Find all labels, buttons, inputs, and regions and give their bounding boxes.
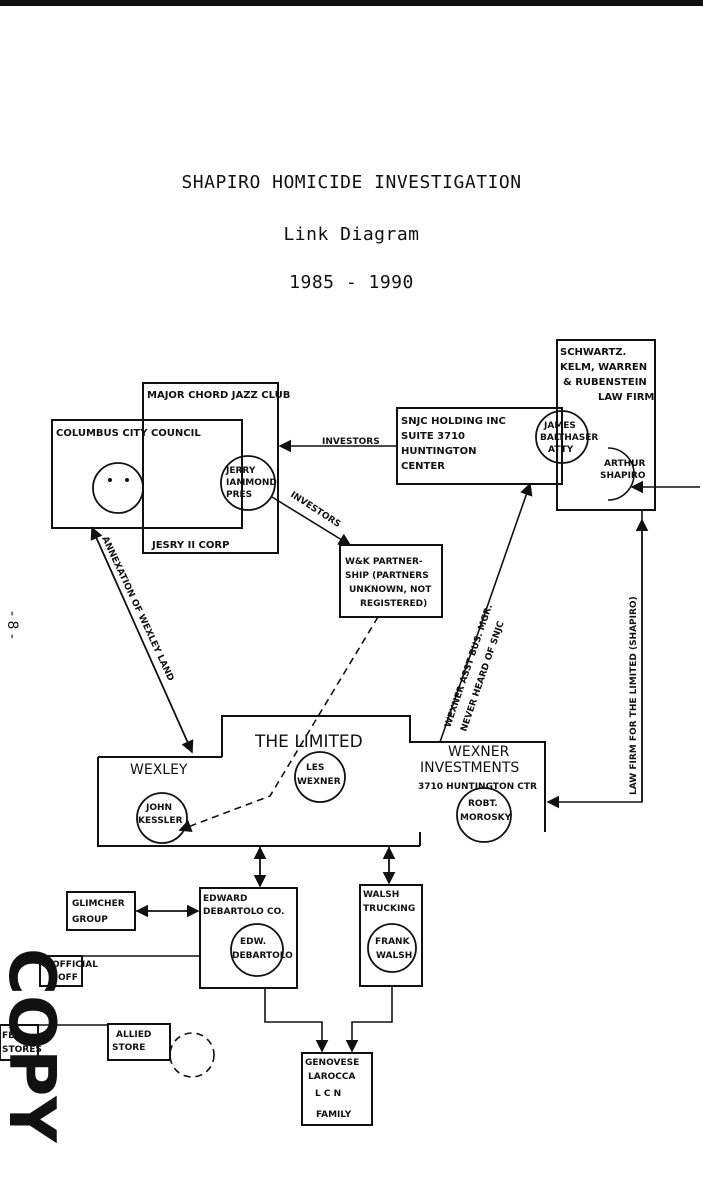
- john-surname: KESSLER: [138, 816, 183, 826]
- arthur-name: ARTHUR: [604, 459, 645, 469]
- wexner-investments-line-1: WEXNER: [448, 744, 510, 760]
- edw-debartolo-circle: [230, 923, 284, 977]
- glimcher-line-2: GROUP: [72, 915, 108, 925]
- snjc-line-3: HUNTINGTON: [401, 446, 477, 457]
- allied-line-1: ALLIED: [116, 1030, 151, 1040]
- law-firm-line-1: SCHWARTZ.: [560, 347, 626, 358]
- wk-line-3: UNKNOWN, NOT: [349, 585, 432, 595]
- major-chord-box: [142, 382, 279, 554]
- copy-stamp: COPY: [0, 948, 68, 1143]
- robt-surname: MOROSKY: [460, 813, 512, 823]
- link-wexner-to-snjc: [439, 482, 533, 743]
- link-debartolo-to-genovese: [264, 988, 329, 1053]
- john-name: JOHN: [145, 803, 172, 813]
- jerry-circle: [220, 455, 276, 511]
- frank-walsh-circle: [367, 923, 417, 973]
- james-surname: BALTHASER: [540, 433, 598, 443]
- snjc-line-2: SUITE 3710: [401, 431, 465, 442]
- law-firm-box: [556, 339, 656, 511]
- wexley-label: WEXLEY: [130, 762, 188, 778]
- debartolo-co-line-2: DEBARTOLO CO.: [203, 907, 284, 917]
- smiley-face-icon: [92, 462, 144, 514]
- genovese-line-4: FAMILY: [316, 1110, 352, 1120]
- link-wk-to-kessler: [178, 616, 379, 833]
- walsh-trucking-line-1: WALSH: [363, 890, 399, 900]
- link-investors-1-label: INVESTORS: [322, 437, 380, 447]
- walsh-trucking-box: [359, 884, 423, 987]
- page-number: - 8 -: [4, 611, 20, 639]
- the-limited-outline: [97, 715, 546, 847]
- arthur-circle: [607, 447, 635, 501]
- les-wexner-circle: [294, 751, 346, 803]
- official-line-1: OFFICIAL: [52, 960, 98, 970]
- link-law-firm-to-limited: [546, 510, 643, 809]
- les-name: LES: [306, 763, 324, 773]
- debartolo-co-box: [199, 887, 298, 989]
- james-title: ATTY: [548, 445, 574, 455]
- edw-name: EDW.: [240, 937, 266, 947]
- james-name: JAMES: [543, 421, 576, 431]
- law-firm-line-2: KELM, WARREN: [560, 362, 647, 373]
- debartolo-co-line-1: EDWARD: [203, 894, 248, 904]
- official-box: [39, 955, 83, 987]
- genovese-line-3: L C N: [315, 1089, 341, 1099]
- wk-line-2: SHIP (PARTNERS: [345, 571, 429, 581]
- columbus-council-box: [51, 419, 243, 529]
- fed-line-1: FED.: [2, 1031, 25, 1041]
- snjc-line-4: CENTER: [401, 461, 445, 472]
- document-title: SHAPIRO HOMICIDE INVESTIGATION: [181, 172, 522, 193]
- frank-name: FRANK: [375, 937, 411, 947]
- jesry-corp-label: JESRY II CORP: [151, 540, 229, 551]
- frank-surname: WALSH: [376, 951, 412, 961]
- edw-surname: DEBARTOLO: [232, 951, 293, 961]
- allied-line-2: STORE: [112, 1043, 145, 1053]
- document-years: 1985 - 1990: [289, 272, 414, 293]
- wk-line-1: W&K PARTNER-: [345, 557, 423, 567]
- jerry-name: JERRY: [225, 466, 256, 476]
- link-jerry-to-wk: [271, 496, 352, 546]
- top-border: [0, 0, 703, 6]
- arthur-surname: SHAPIRO: [600, 471, 646, 481]
- the-limited-label: THE LIMITED: [254, 732, 363, 752]
- robt-morosky-circle: [456, 787, 512, 843]
- link-walsh-to-genovese: [345, 986, 393, 1053]
- wexner-investments-address: 3710 HUNTINGTON CTR: [418, 782, 537, 792]
- fed-stores-box: [0, 1024, 39, 1061]
- jerry-surname: IAMMOND: [226, 478, 277, 488]
- glimcher-line-1: GLIMCHER: [72, 899, 125, 909]
- james-circle: [535, 410, 589, 464]
- link-annexation-label: ANNEXATION OF WEXLEY LAND: [99, 535, 175, 683]
- john-kessler-circle: [136, 792, 188, 844]
- fed-line-2: STORES: [2, 1045, 42, 1055]
- official-line-2: OFF: [58, 973, 78, 983]
- wexner-investments-line-2: INVESTMENTS: [420, 760, 519, 776]
- walsh-trucking-line-2: TRUCKING: [363, 904, 415, 914]
- major-chord-label: MAJOR CHORD JAZZ CLUB: [147, 390, 290, 401]
- law-firm-line-3: & RUBENSTEIN: [563, 377, 647, 388]
- jerry-title: PRES: [226, 490, 252, 500]
- link-annexation-reverse: [90, 526, 193, 753]
- link-law-firm-label: LAW FIRM FOR THE LIMITED (SHAPIRO): [629, 596, 639, 795]
- les-surname: WEXNER: [297, 777, 341, 787]
- columbus-council-label: COLUMBUS CITY COUNCIL: [56, 428, 201, 439]
- genovese-line-1: GENOVESE: [305, 1058, 359, 1068]
- allied-box: [107, 1023, 171, 1061]
- genovese-box: [301, 1052, 373, 1126]
- document-subtitle: Link Diagram: [283, 224, 420, 245]
- law-firm-line-4: LAW FIRM: [598, 392, 654, 403]
- wk-line-4: REGISTERED): [360, 599, 427, 609]
- wk-box: [339, 544, 443, 618]
- partial-circle: [169, 1032, 215, 1078]
- snjc-line-1: SNJC HOLDING INC: [401, 416, 506, 427]
- genovese-line-2: LAROCCA: [308, 1072, 355, 1082]
- robt-name: ROBT.: [468, 799, 498, 809]
